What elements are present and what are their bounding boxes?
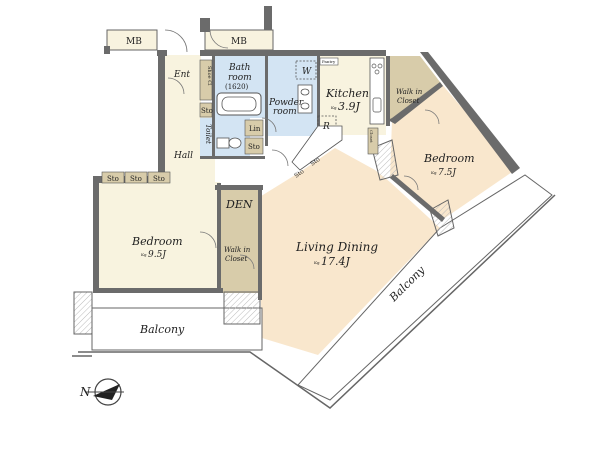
- closet-small-label: Closet: [369, 130, 374, 143]
- door-swings: [164, 29, 440, 270]
- refrigerator-label: R: [322, 122, 330, 132]
- walk-in-closet-right-label-1: Walk in: [396, 88, 423, 96]
- sto-box-left-b: [124, 171, 148, 184]
- compass-n-label: N: [79, 385, 91, 399]
- washer-box: [295, 60, 317, 80]
- bathtub-icon: [216, 92, 262, 116]
- pantry-label: Pantry: [322, 59, 336, 64]
- sto-bath-label: Sto: [248, 143, 260, 151]
- toilet-icon: [216, 137, 242, 149]
- shoe-cl-label: Shoe Cl: [206, 66, 212, 86]
- sto-c-label: Sto: [153, 175, 165, 183]
- sto-box-ent: [199, 102, 213, 118]
- bedroom-right-size-label: 7.5J: [438, 168, 457, 178]
- balcony-right-floor: [297, 174, 553, 401]
- mb-right-label: MB: [231, 37, 247, 47]
- toilet-floor: [200, 118, 250, 156]
- hall-label: Hall: [173, 151, 193, 161]
- sto-a-label: Sto: [107, 175, 119, 183]
- kitchen-size-prefix: Kg: [331, 105, 337, 110]
- walls: [73, 6, 520, 335]
- washer-label: W: [302, 67, 312, 77]
- mb-left-label: MB: [126, 37, 142, 47]
- bedroom-left-label: Bedroom: [131, 235, 183, 248]
- sto-box-left-a: [101, 171, 125, 184]
- powder-room-label: Powder: [268, 98, 304, 108]
- ent-label: Ent: [173, 70, 190, 80]
- living-dining-size-prefix: Kg: [314, 260, 320, 265]
- den-floor: [220, 190, 260, 215]
- walk-in-closet-right-label-2: Closet: [397, 97, 420, 105]
- kitchen-counter: [291, 125, 343, 171]
- compass-icon: N: [79, 378, 124, 406]
- sto-box-left-c: [147, 171, 171, 184]
- stove-icon: [369, 57, 385, 125]
- lin-label: Lin: [249, 125, 261, 133]
- kitchen-size-label: 3.9J: [338, 100, 360, 113]
- powder-room-label-2: room: [273, 107, 297, 117]
- bath-size-label: (1620): [225, 83, 249, 91]
- pantry-box: [319, 57, 339, 66]
- living-dining-floor: [258, 148, 440, 355]
- balcony-left-floor: [91, 307, 263, 351]
- living-dining-label: Living Dining: [295, 240, 378, 254]
- walk-in-closet-left-floor: [220, 215, 258, 293]
- lin-box: [244, 119, 264, 137]
- mb-left-room: [106, 29, 158, 51]
- bedroom-left-floor: [97, 182, 220, 292]
- wic-left-label-1: Walk in: [224, 246, 251, 254]
- kitchen-label: Kitchen: [325, 87, 369, 100]
- bedroom-right-label: Bedroom: [423, 152, 475, 165]
- sto-b-label: Sto: [130, 175, 142, 183]
- sto-1-label: Sto: [293, 168, 306, 180]
- bedroom-left-size-prefix: Kg: [141, 252, 147, 257]
- balcony-left-label: Balcony: [139, 323, 185, 336]
- closet-small-box: [367, 127, 379, 155]
- shoe-cl-box: [199, 59, 213, 101]
- bath-room-label-2: room: [228, 73, 252, 83]
- wic-left-label-2: Closet: [225, 255, 248, 263]
- bedroom-left-size-label: 9.5J: [148, 250, 167, 260]
- sto-ent-label: Sto: [201, 107, 213, 115]
- bath-room-label: Bath: [228, 63, 250, 73]
- living-dining-size-label: 17.4J: [321, 255, 350, 268]
- sto-2-label: Sto: [309, 156, 322, 168]
- balcony-rail: [78, 194, 556, 409]
- bedroom-right-size-prefix: Kg: [431, 170, 437, 175]
- sto-box-bath: [244, 137, 264, 155]
- entrance-floor: [163, 55, 201, 107]
- den-label: DEN: [225, 198, 253, 211]
- refrigerator-box: [317, 115, 337, 135]
- toilet-label: Toilet: [204, 124, 212, 144]
- bedroom-right-floor: [390, 82, 515, 218]
- sink-icon: [297, 84, 313, 114]
